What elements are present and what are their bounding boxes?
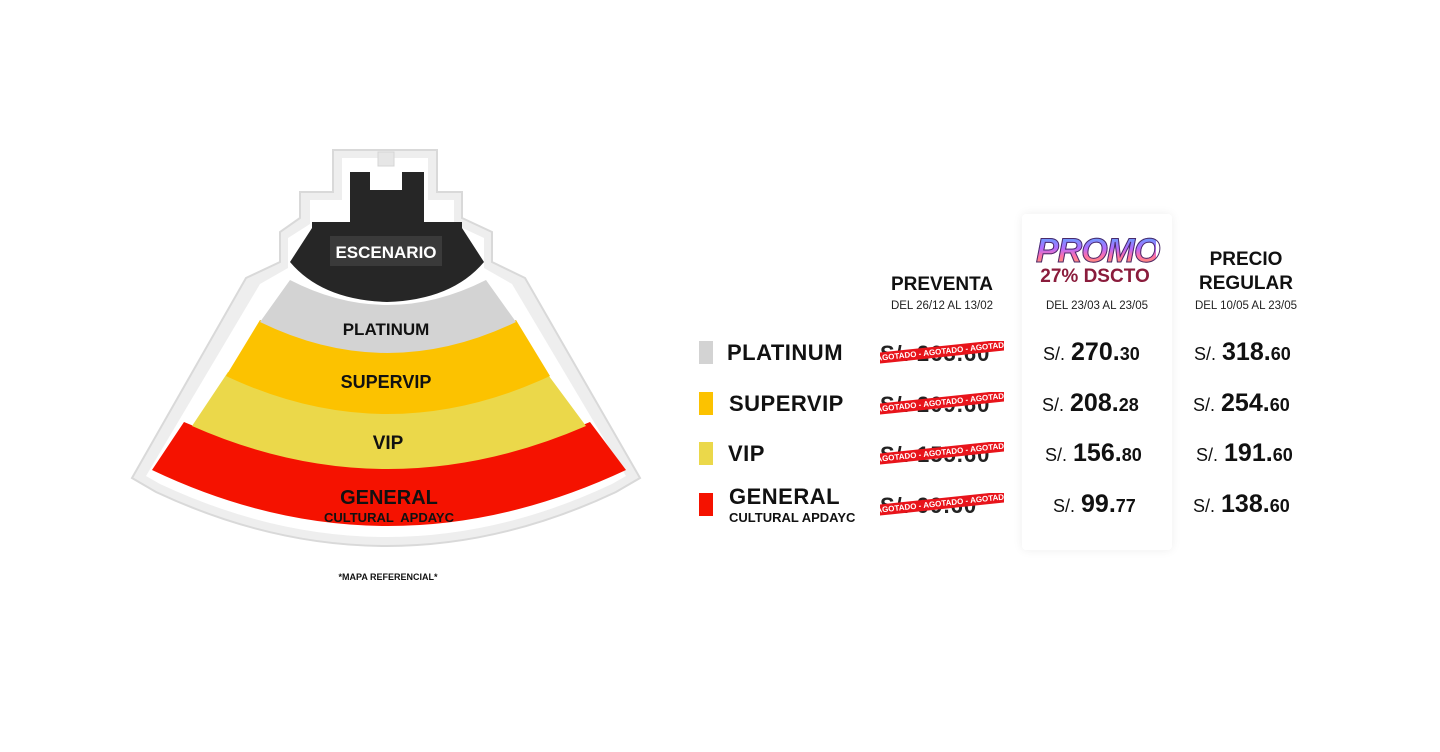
stage-label: ESCENARIO bbox=[335, 243, 436, 262]
header-preventa: PREVENTA bbox=[890, 274, 994, 295]
map-zone-vip-label: VIP bbox=[373, 433, 404, 454]
zone-name: PLATINUM bbox=[727, 340, 844, 365]
zone-platinum-shape[interactable] bbox=[260, 280, 516, 353]
zone-subname: CULTURAL APDAYC bbox=[729, 510, 856, 525]
header-regular-line2: REGULAR bbox=[1199, 273, 1293, 294]
regular-price: S/.191.60 bbox=[1196, 439, 1293, 467]
header-promo-logo: PROMO bbox=[1036, 232, 1161, 271]
map-zone-general-sublabel: CULTURAL APDAYC bbox=[324, 510, 455, 525]
zone-name: VIP bbox=[728, 441, 765, 466]
preventa-sold-out: S/. 99.60 AGOTADO - AGOTADO - AGOTADO bbox=[880, 493, 1004, 517]
swatch-supervip bbox=[699, 392, 713, 415]
regular-price: S/.318.60 bbox=[1194, 338, 1291, 366]
preventa-sold-out: S/. 209.60 AGOTADO - AGOTADO - AGOTADO bbox=[880, 392, 1004, 416]
regular-price: S/.254.60 bbox=[1193, 389, 1290, 417]
promo-column-panel bbox=[1022, 214, 1172, 550]
zone-name: GENERAL bbox=[729, 484, 841, 509]
stage-label-bg bbox=[330, 236, 442, 266]
control-booth bbox=[377, 151, 395, 167]
preventa-sold-out: S/. 155.60 AGOTADO - AGOTADO - AGOTADO bbox=[880, 442, 1004, 466]
promo-price: S/.156.80 bbox=[1045, 439, 1142, 467]
promo-price: S/.99.77 bbox=[1053, 490, 1136, 518]
promo-price: S/.270.30 bbox=[1043, 338, 1140, 366]
venue-map: ESCENARIO PLATINUM SUPERVIP VIP GENERAL … bbox=[130, 149, 642, 582]
map-zone-platinum-label: PLATINUM bbox=[343, 320, 430, 339]
dates-promo: DEL 23/03 AL 23/05 bbox=[1045, 300, 1149, 312]
regular-price: S/.138.60 bbox=[1193, 490, 1290, 518]
dates-preventa: DEL 26/12 AL 13/02 bbox=[890, 300, 994, 312]
map-zone-general-label: GENERAL bbox=[340, 487, 438, 509]
swatch-general bbox=[699, 493, 713, 516]
map-zone-supervip-label: SUPERVIP bbox=[341, 372, 432, 392]
dates-regular: DEL 10/05 AL 23/05 bbox=[1194, 300, 1298, 312]
swatch-platinum bbox=[699, 341, 713, 364]
map-footnote: *MAPA REFERENCIAL* bbox=[338, 572, 438, 582]
zone-supervip-shape[interactable] bbox=[226, 320, 550, 414]
preventa-sold-out: S/. 263.60 AGOTADO - AGOTADO - AGOTADO bbox=[880, 341, 1004, 365]
header-promo-discount: 27% DSCTO bbox=[1040, 266, 1150, 287]
zone-name: SUPERVIP bbox=[729, 391, 844, 416]
swatch-vip bbox=[699, 442, 713, 465]
zone-general-shape[interactable] bbox=[152, 422, 626, 526]
promo-price: S/.208.28 bbox=[1042, 389, 1139, 417]
header-regular-line1: PRECIO bbox=[1209, 249, 1283, 270]
